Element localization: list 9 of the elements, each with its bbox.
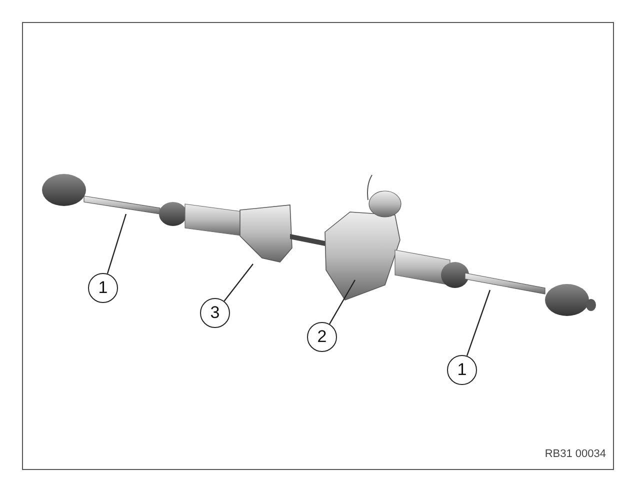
leader-line [466,290,491,356]
leader-line [224,264,254,302]
figure-code: RB31 00034 [544,448,606,460]
callout-number: 1 [447,355,477,385]
callout-number: 1 [88,273,118,303]
leader-line [106,214,127,274]
callout-number: 3 [200,298,230,328]
leader-line [329,280,356,324]
callout-number: 2 [307,322,337,352]
